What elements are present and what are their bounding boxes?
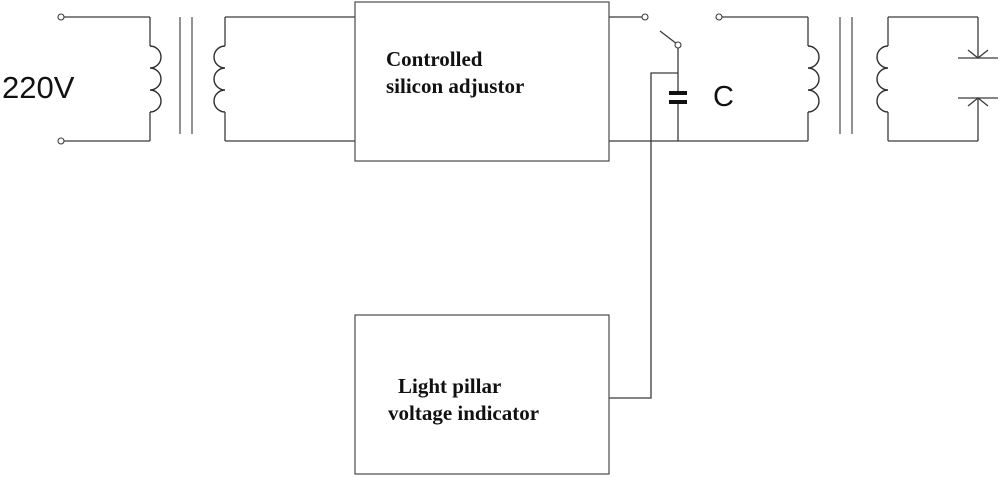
indicator-label-line1: Light pillar: [398, 374, 501, 398]
transformer1-secondary-coil: [213, 45, 226, 113]
transformer2-input-wires: [722, 16, 809, 141]
controller-label-line2: silicon adjustor: [386, 74, 524, 98]
input-terminal-bottom: [57, 137, 65, 145]
transformer1-core: [179, 17, 193, 134]
output-spark-gap: [887, 16, 998, 142]
input-terminal-top: [57, 13, 65, 21]
output-switch: [609, 13, 682, 49]
controller-label-line1: Controlled: [386, 47, 483, 71]
input-source-wires: [64, 16, 151, 142]
transformer2-primary-coil: [807, 45, 820, 113]
capacitor-label: C: [713, 81, 734, 113]
transformer2-secondary-coil: [876, 45, 889, 113]
indicator-box: [354, 314, 610, 475]
transformer1-primary-coil: [149, 45, 162, 113]
transformer2-input-terminal: [715, 13, 723, 21]
controller-box: [354, 1, 610, 162]
capacitor-c: [669, 48, 687, 141]
indicator-feed-wire: [609, 72, 678, 399]
transformer2-core: [839, 17, 853, 134]
input-voltage-label: 220V: [2, 70, 75, 105]
transformer1-to-controller-wires: [224, 16, 355, 142]
indicator-label-line2: voltage indicator: [388, 401, 539, 425]
